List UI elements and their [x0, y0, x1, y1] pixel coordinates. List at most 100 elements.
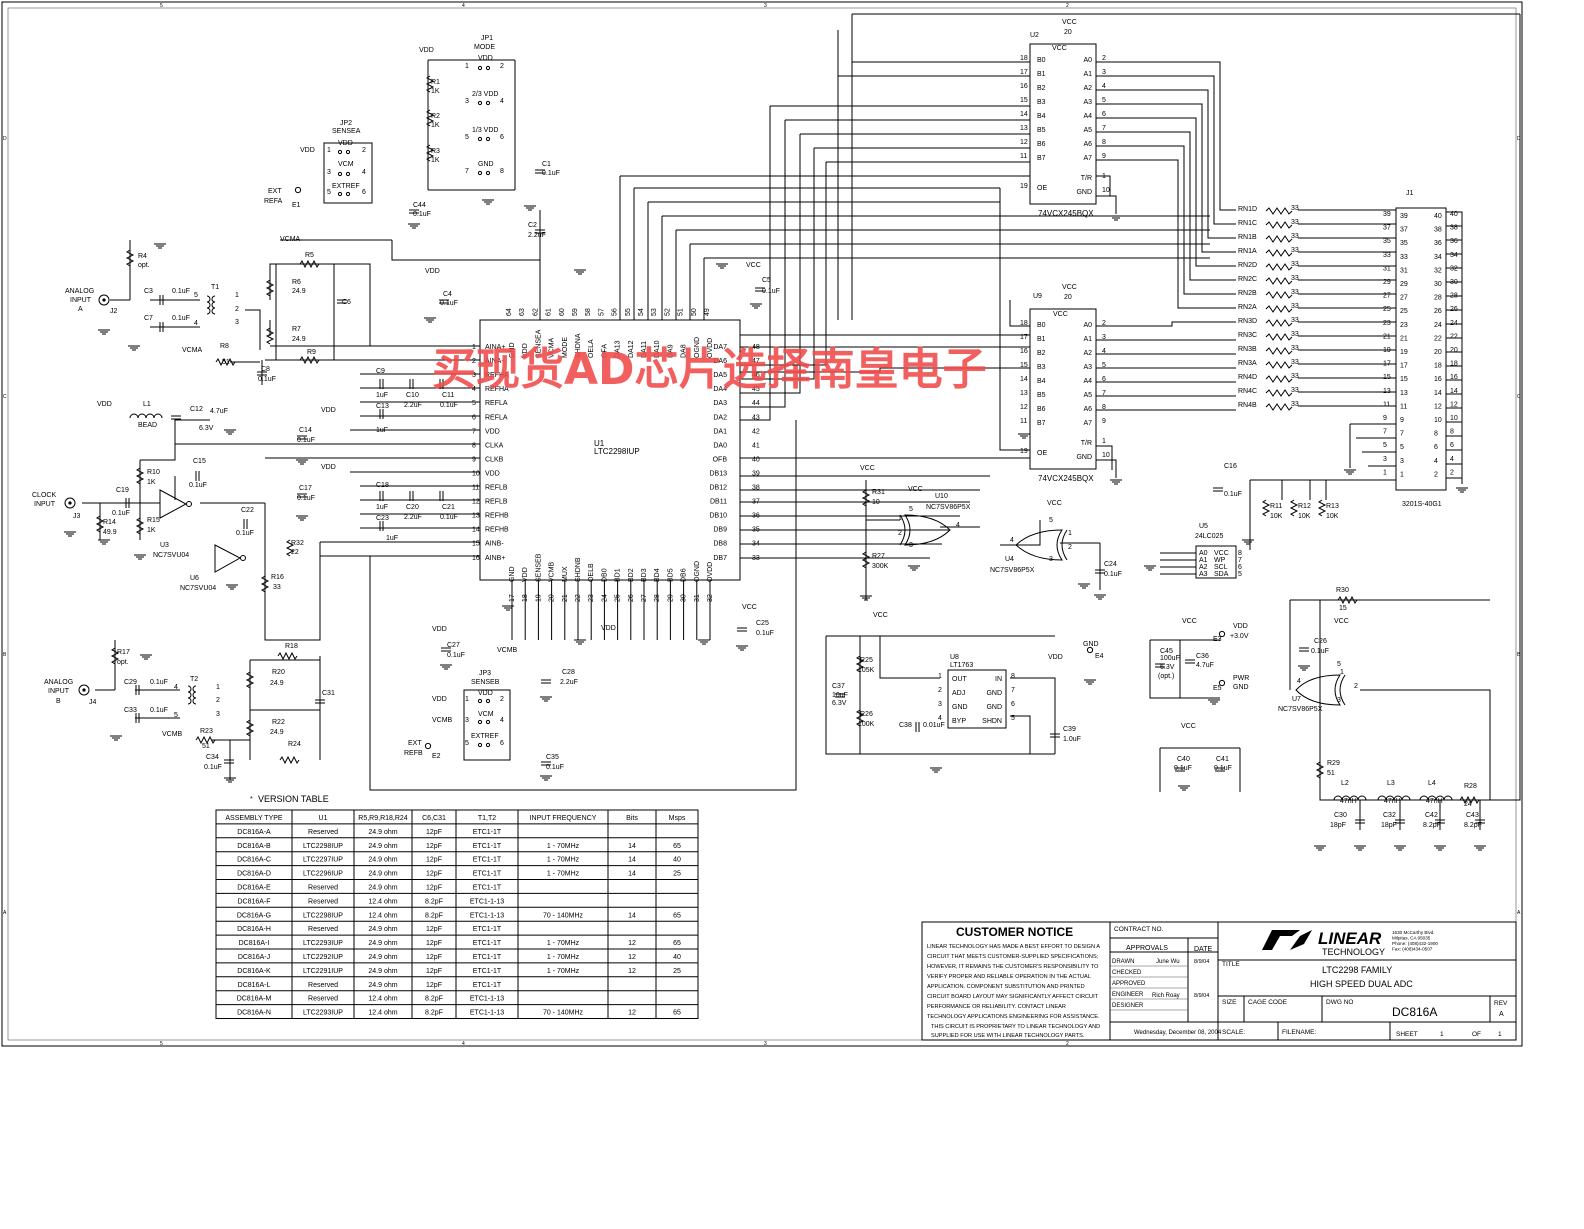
u1-pin-num: 45 [752, 386, 760, 393]
net-label: VDD [1048, 654, 1063, 661]
checked-label: CHECKED [1112, 970, 1142, 976]
version-table-cell: ETC1-1T [473, 857, 502, 864]
net-label: 4 [956, 522, 960, 529]
version-table-cell: 8.2pF [425, 1010, 443, 1017]
u1-pin-name: AINB+ [485, 555, 505, 562]
company-address: 1630 McCarthy Blvd.Milpitas, CA 95035Pho… [1392, 930, 1438, 952]
version-table-cell: ETC1-1T [473, 843, 502, 850]
u1-pin-name: OELA [588, 339, 595, 358]
rn-label: RN1C [1238, 220, 1257, 227]
net-label: 3 [216, 711, 220, 718]
u1-pin-name: REFLB [485, 485, 508, 492]
net-label: C26 [1314, 638, 1327, 645]
net-label: 0.1uF [204, 764, 222, 771]
net-label: E3 [1213, 636, 1222, 643]
u1-pin-num: 1 [472, 344, 476, 351]
xor-u4-arc [1061, 529, 1068, 561]
dwg-number: DC816A [1392, 1005, 1437, 1019]
version-table-cell: ETC1-1-13 [470, 1010, 504, 1017]
watermark-text: 买现货AD芯片选择南皇电子 [432, 344, 987, 395]
notice-line: HOWEVER, IT REMAINS THE CUSTOMER'S RESPO… [927, 964, 1099, 970]
connector-jack-pin [68, 501, 72, 505]
version-table-cell: 8.2pF [425, 996, 443, 1003]
u1-pin-num: 6 [472, 414, 476, 421]
connector-jack [78, 684, 90, 696]
version-table-cell: 8.2pF [425, 898, 443, 905]
address-line: Milpitas, CA 95035 [1392, 936, 1431, 941]
test-point [294, 186, 302, 194]
net-label: C42 [1425, 812, 1438, 819]
net-label: 0.1uF [1104, 571, 1122, 578]
version-table-cell: 65 [673, 1010, 681, 1017]
chip-u2-pin-name: A5 [1083, 127, 1092, 134]
jumper-contact [477, 719, 483, 725]
u1-pin-name: VDD [485, 470, 500, 477]
version-table-cell: DC816A-G [237, 912, 271, 919]
address-line: Fax: (408)434-0507 [1392, 947, 1433, 952]
version-table-cell: 12.4 ohm [368, 898, 397, 905]
u1-pin-num: 15 [472, 541, 480, 548]
chip-u2-pin-num: 6 [1102, 111, 1106, 118]
chip-u9-pin-num: 15 [1020, 362, 1028, 369]
version-table-cell: 1 - 70MHz [547, 968, 580, 975]
net-label: 3 [465, 98, 469, 105]
u5-pin-left: A3 [1199, 571, 1208, 578]
chip-u9-pin-num: 8 [1102, 404, 1106, 411]
version-table-cell: ETC1-1T [473, 982, 502, 989]
net-label: C4 [443, 291, 452, 298]
u1-pin-name: VDD [485, 428, 500, 435]
u1-pin-name: REFLA [485, 414, 508, 421]
chip-u9-pin-name: B4 [1037, 378, 1046, 385]
u1-pin-num: 60 [559, 308, 566, 316]
engineer-name: Rich Roay [1152, 993, 1180, 999]
u1-pin-name: DA3 [713, 400, 727, 407]
test-point [1086, 646, 1094, 654]
net-label: EXTREF [332, 183, 360, 190]
rn-symbol [1265, 347, 1293, 355]
net-label: 6.3V [832, 700, 847, 707]
net-label: C25 [756, 620, 769, 627]
j1-pin-num-inner: 1 [1400, 471, 1404, 478]
net-label: 1 [1340, 669, 1344, 676]
net-label: C2 [528, 222, 537, 229]
jumper-contact [345, 149, 351, 155]
version-table-cell: 12 [628, 968, 636, 975]
jumper-contact [485, 698, 491, 704]
border-col-label: 3 [764, 3, 767, 9]
resistor-symbol [1337, 595, 1358, 605]
j1-pin-num-inner: 24 [1434, 322, 1442, 329]
rn-label: RN2C [1238, 276, 1257, 283]
version-table-cell: 12pF [426, 926, 442, 933]
rn-symbol [1265, 361, 1293, 369]
net-label: U5 [1199, 523, 1208, 530]
net-label: 1uF [376, 427, 388, 434]
net-label: 8.2pF [1423, 822, 1441, 829]
net-label: U4 [1005, 556, 1014, 563]
version-table-star: * [250, 796, 253, 803]
net-label: L2 [1341, 780, 1349, 787]
version-table-cell: Reserved [308, 898, 338, 905]
net-label: VCC [1334, 618, 1349, 625]
u5-pin-left: A1 [1199, 557, 1208, 564]
version-table-header: Bits [626, 815, 638, 822]
u1-pin-name: BD3 [641, 568, 648, 582]
net-label: 1K [147, 479, 156, 486]
chip-u2-pin-num: 17 [1020, 69, 1028, 76]
chip-u9-pin-name: B6 [1037, 406, 1046, 413]
net-label: VDD [425, 268, 440, 275]
version-table-cell: 24.9 ohm [368, 982, 397, 989]
net-label: C14 [299, 427, 312, 434]
net-label: VCC [873, 612, 888, 619]
u1-pin-name: REFHA [485, 386, 509, 393]
net-label: 5 [327, 189, 331, 196]
net-label: 47nH [1426, 798, 1443, 805]
u1-pin-name: DB11 [710, 499, 727, 506]
net-label: 2 [898, 530, 902, 537]
resistor-symbol [861, 489, 871, 507]
net-label: 10 [872, 499, 880, 506]
u8-pin-right: SHDN [982, 718, 1002, 725]
